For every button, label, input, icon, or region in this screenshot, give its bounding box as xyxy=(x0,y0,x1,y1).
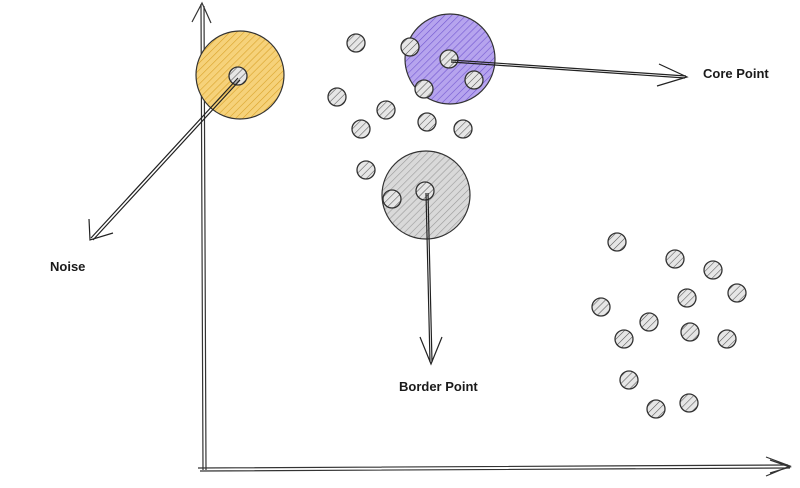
data-point xyxy=(439,49,459,69)
x-axis-arrowhead xyxy=(765,456,792,477)
border-point-label: Border Point xyxy=(399,379,478,394)
data-point xyxy=(356,160,376,180)
data-point xyxy=(346,33,366,53)
core-arrowhead xyxy=(656,63,689,87)
data-point xyxy=(417,112,437,132)
data-point xyxy=(665,249,685,269)
data-point xyxy=(591,297,611,317)
data-point xyxy=(646,399,666,419)
data-point xyxy=(415,181,435,201)
noise-arrowhead xyxy=(88,218,114,241)
y-axis-arrowhead xyxy=(191,1,212,24)
arrows xyxy=(88,59,689,366)
data-point xyxy=(414,79,434,99)
data-point xyxy=(382,189,402,209)
border-arrowhead xyxy=(419,336,443,366)
noise-label: Noise xyxy=(50,259,86,274)
data-point xyxy=(464,70,484,90)
data-point xyxy=(703,260,723,280)
noise-arrow xyxy=(90,77,241,241)
data-point xyxy=(639,312,659,332)
noise-point xyxy=(228,66,248,86)
data-point xyxy=(614,329,634,349)
data-point xyxy=(679,393,699,413)
x-axis xyxy=(197,464,791,472)
data-point xyxy=(680,322,700,342)
data-point xyxy=(619,370,639,390)
data-point xyxy=(351,119,371,139)
data-points xyxy=(228,33,747,419)
data-point xyxy=(677,288,697,308)
data-point xyxy=(717,329,737,349)
data-point xyxy=(376,100,396,120)
data-point xyxy=(327,87,347,107)
core-arrow xyxy=(450,59,687,79)
data-point xyxy=(400,37,420,57)
data-point xyxy=(453,119,473,139)
border-arrow xyxy=(425,192,433,363)
core-point-label: Core Point xyxy=(703,66,769,81)
data-point xyxy=(727,283,747,303)
data-point xyxy=(607,232,627,252)
